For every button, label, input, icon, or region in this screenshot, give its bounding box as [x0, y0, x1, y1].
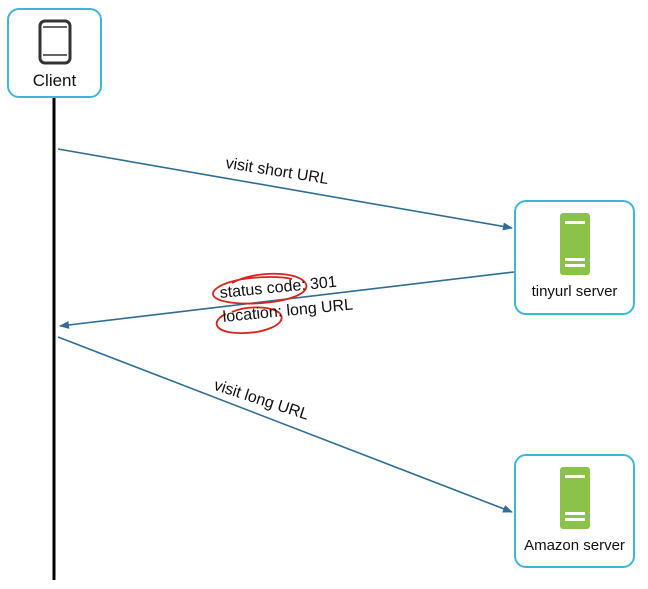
location-annotation-circle — [215, 306, 283, 334]
amazon-server-label: Amazon server — [524, 537, 625, 554]
server-icon — [560, 467, 590, 529]
client-node: Client — [7, 8, 102, 98]
client-label: Client — [32, 71, 77, 90]
amazon-server-node: Amazon server — [514, 454, 635, 568]
arrow-visit-long-url — [57, 336, 513, 513]
tinyurl-server-node: tinyurl server — [514, 200, 635, 315]
server-icon — [560, 213, 590, 275]
tinyurl-server-label: tinyurl server — [531, 283, 618, 300]
phone-icon — [38, 19, 72, 65]
status-code-annotation-circle — [212, 272, 308, 305]
arrow-visit-short-url — [57, 148, 513, 231]
